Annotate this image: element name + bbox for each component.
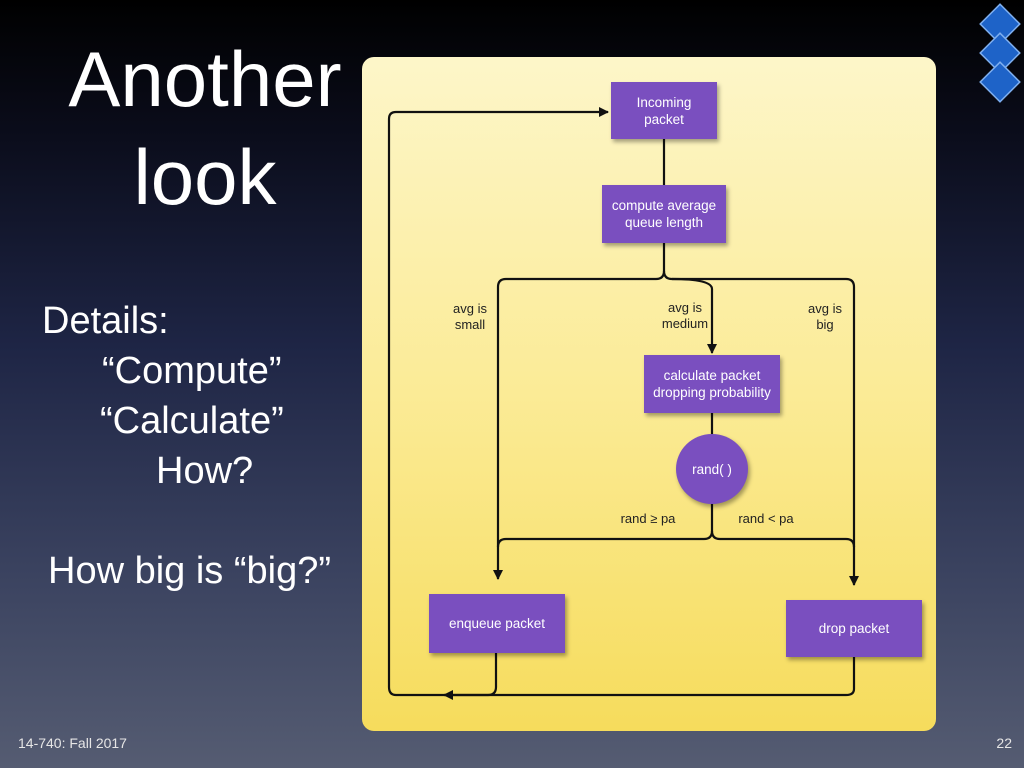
label-avg-medium-line2: medium — [661, 316, 709, 331]
footer-course: 14-740: Fall 2017 — [18, 735, 127, 751]
node-incoming-line2: packet — [644, 111, 684, 127]
question-text: How big is “big?” — [48, 550, 331, 592]
decorative-diamonds-icon — [979, 3, 1021, 103]
node-compute-line2: queue length — [624, 215, 704, 230]
connector-avg-small — [493, 243, 666, 580]
node-rand-label: rand( ) — [692, 461, 732, 477]
node-calculate-line2: dropping probability — [653, 385, 771, 400]
label-avg-small: avg is small — [440, 301, 500, 333]
node-incoming-packet: Incoming packet — [611, 82, 717, 139]
node-calculate-probability: calculate packet dropping probability — [644, 355, 780, 413]
details-item-calculate: “Calculate” — [100, 400, 284, 442]
node-calculate-line1: calculate packet — [663, 368, 761, 383]
connector-enqueue-return — [443, 653, 498, 700]
title-line-1: Another — [68, 35, 342, 123]
flowchart-connectors — [387, 107, 859, 700]
red-flowchart-figure: Incoming packet compute average queue le… — [362, 57, 936, 731]
connector-loop-back — [387, 107, 856, 697]
connector-avg-medium — [671, 277, 717, 354]
diamond-2-icon — [979, 32, 1021, 74]
connector-rand-lt — [710, 530, 856, 548]
details-item-compute: “Compute” — [102, 350, 282, 392]
node-compute-average: compute average queue length — [602, 185, 726, 243]
node-rand: rand( ) — [676, 434, 748, 504]
label-avg-big: avg is big — [798, 301, 852, 333]
node-drop-label: drop packet — [818, 621, 890, 636]
node-enqueue-label: enqueue packet — [448, 616, 546, 631]
node-compute-line1: compute average — [611, 198, 717, 213]
node-incoming-line1: Incoming — [636, 94, 692, 110]
details-heading: Details: — [42, 300, 169, 342]
node-enqueue-packet: enqueue packet — [429, 594, 565, 653]
label-avg-small-line2: small — [454, 317, 486, 332]
label-rand-ge-pa: rand ≥ pa — [620, 511, 676, 526]
slide-title: Another look — [40, 30, 370, 226]
label-avg-small-line1: avg is — [453, 301, 487, 316]
label-avg-big-line2: big — [816, 317, 834, 332]
diamond-1-icon — [979, 3, 1021, 45]
label-avg-medium: avg is medium — [652, 300, 718, 332]
label-avg-big-line1: avg is — [808, 301, 842, 316]
connector-avg-big — [662, 270, 859, 586]
page-number: 22 — [996, 735, 1012, 751]
label-avg-medium-line1: avg is — [668, 300, 702, 315]
title-line-2: look — [133, 133, 277, 221]
label-rand-lt-pa: rand < pa — [738, 511, 794, 526]
details-item-how: How? — [156, 450, 254, 492]
node-drop-packet: drop packet — [786, 600, 922, 657]
diamond-3-icon — [979, 61, 1021, 103]
